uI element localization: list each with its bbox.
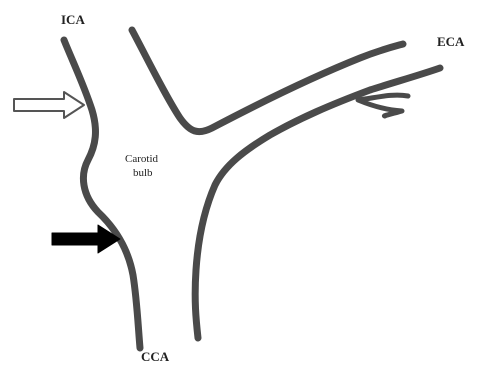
ica-label: ICA (61, 12, 85, 27)
carotid-bulb-label-line2: bulb (133, 167, 153, 179)
ica-eca-bifurcation-wall (132, 30, 403, 132)
eca-side-branch (358, 95, 408, 116)
cca-label: CCA (141, 349, 170, 364)
carotid-bulb-label-line1: Carotid (125, 153, 158, 165)
hollow-arrow-icon (14, 92, 84, 118)
ica-outer-wall (64, 40, 140, 348)
eca-label: ECA (437, 34, 465, 49)
eca-cca-right-wall (195, 68, 440, 338)
